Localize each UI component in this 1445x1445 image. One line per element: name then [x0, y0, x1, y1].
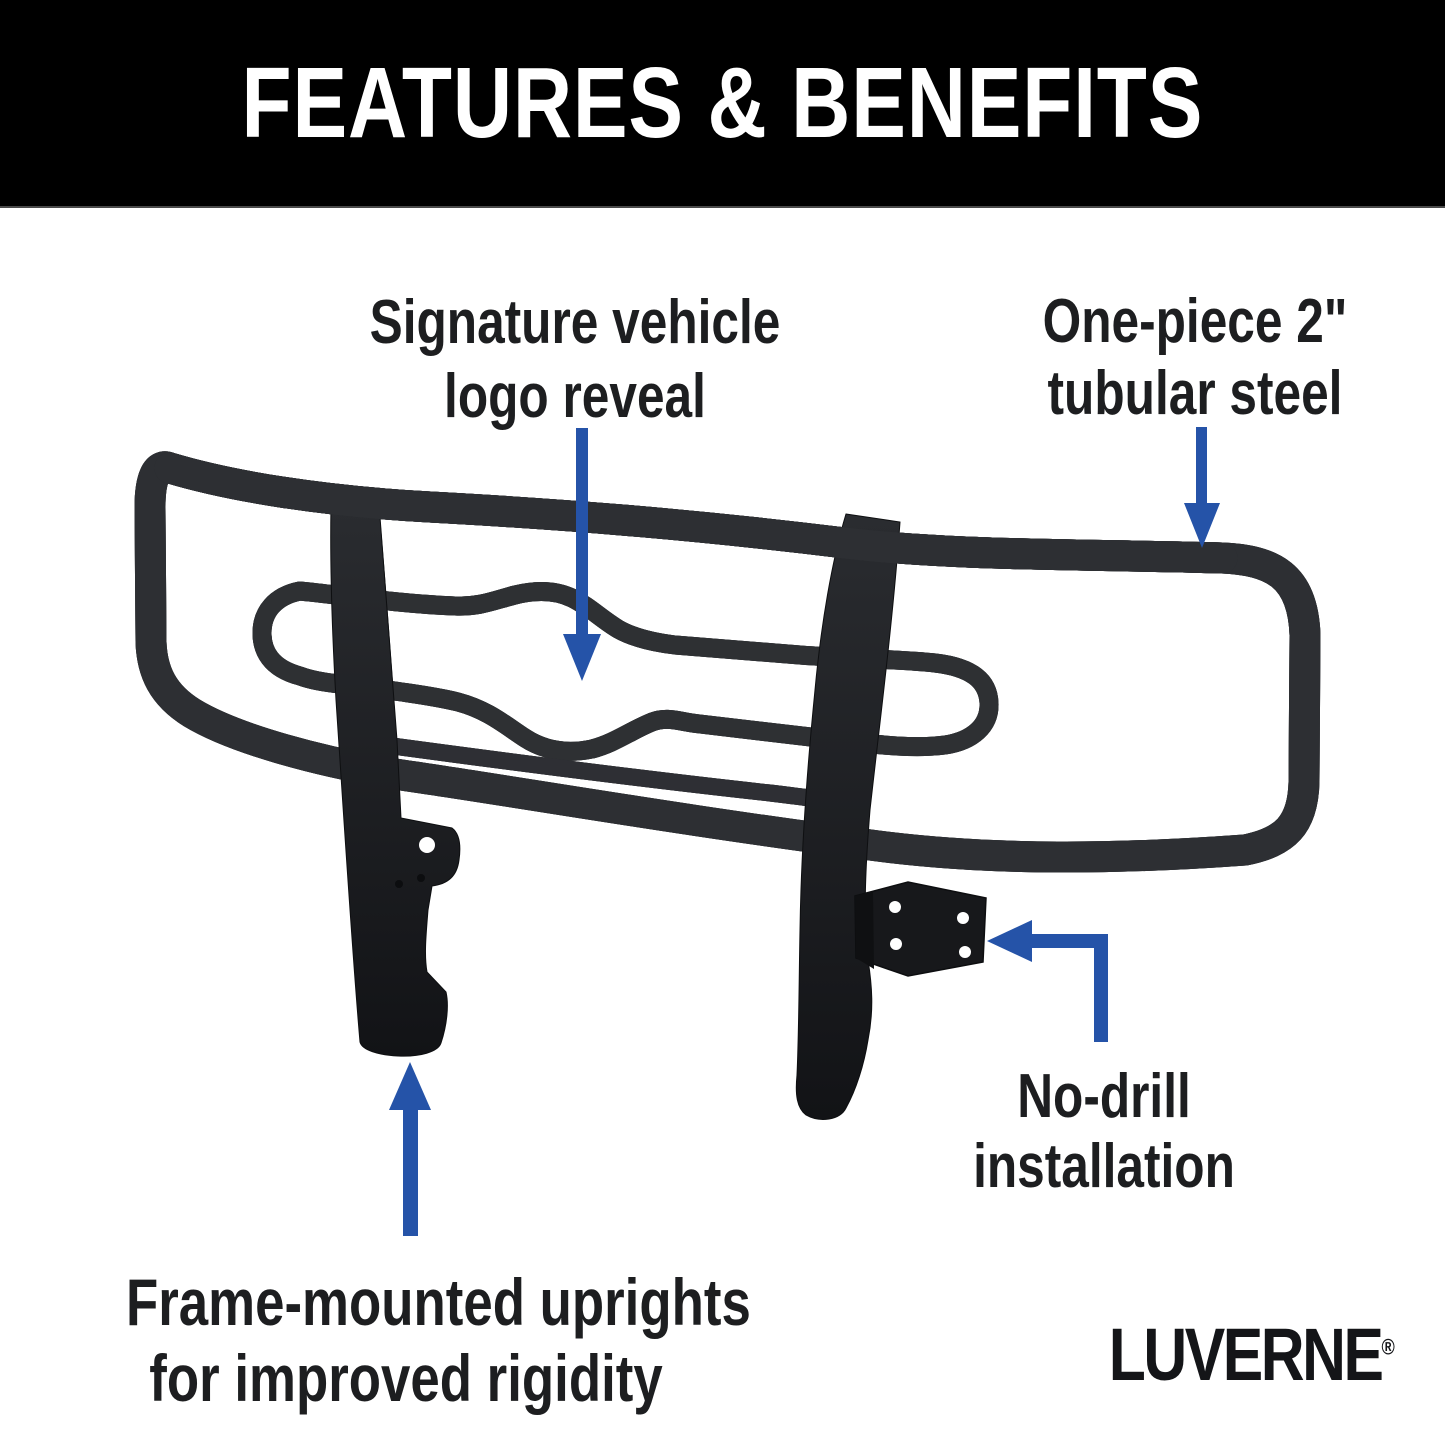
- luverne-logo: LUVERNE®: [1109, 1312, 1395, 1397]
- registered-trademark-icon: ®: [1381, 1334, 1395, 1360]
- callout-line: tubular steel: [1047, 359, 1343, 428]
- down-arrow-icon: [563, 428, 601, 681]
- bolt-hole: [419, 837, 435, 853]
- luverne-wordmark: LUVERNE: [1108, 1313, 1384, 1396]
- callout-line: logo reveal: [444, 362, 706, 431]
- bolt-hole: [395, 880, 403, 888]
- callout-line: Frame-mounted uprights: [126, 1265, 751, 1339]
- callout-one-piece-tubular-steel: One-piece 2" tubular steel: [1027, 286, 1363, 430]
- callout-line: One-piece 2": [1042, 287, 1348, 356]
- right-upright: [795, 513, 901, 1120]
- bolt-hole: [889, 901, 901, 913]
- outer-hoop-top-rail: [154, 452, 1238, 574]
- bolt-hole: [959, 946, 971, 958]
- bolt-hole: [890, 938, 902, 950]
- callout-line: installation: [973, 1132, 1235, 1201]
- page-title: FEATURES & BENEFITS: [241, 46, 1204, 159]
- callout-signature-logo-reveal: Signature vehicle logo reveal: [335, 286, 815, 434]
- callout-no-drill-installation: No-drill installation: [968, 1062, 1240, 1202]
- bolt-hole: [957, 912, 969, 924]
- mounting-bracket: [854, 881, 987, 977]
- header-bar: FEATURES & BENEFITS: [0, 0, 1445, 208]
- bolt-hole: [417, 874, 425, 882]
- callout-line: No-drill: [1017, 1062, 1191, 1131]
- left-upright: [330, 503, 461, 1057]
- callout-line: Signature vehicle: [369, 288, 781, 357]
- callout-line: for improved rigidity: [149, 1341, 663, 1415]
- up-arrow-icon: [389, 1062, 431, 1236]
- callout-frame-mounted-uprights: Frame-mounted uprights for improved rigi…: [126, 1264, 751, 1416]
- down-arrow-icon: [1184, 427, 1220, 548]
- left-elbow-arrow-icon: [987, 920, 1108, 1042]
